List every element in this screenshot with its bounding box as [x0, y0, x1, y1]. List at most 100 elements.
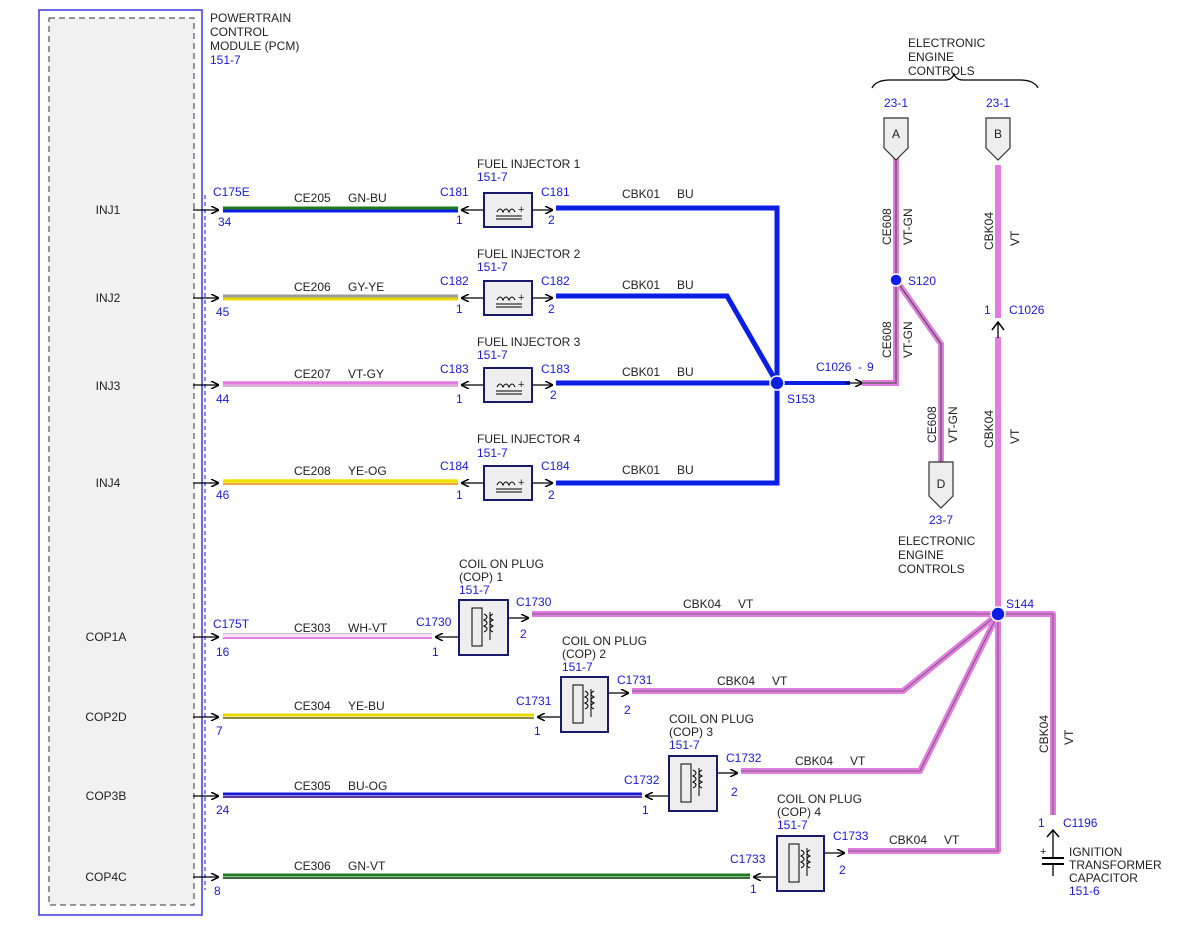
color-gy-ye: GY-YE — [348, 280, 384, 294]
wire-ce306 — [223, 873, 750, 879]
wire-cbk01-bus — [556, 205, 850, 486]
connector-c183-b: C183 — [541, 362, 570, 376]
eec-bottom-line-1: ELECTRONIC — [898, 534, 976, 548]
coil-2-labels: 7 CE304 YE-BU C1731 1 COIL ON PLUG (COP)… — [216, 634, 788, 738]
circuit-cbk01-4: CBK01 — [622, 463, 660, 477]
connector-c182-a: C182 — [440, 274, 469, 288]
pin-c1730-1: 1 — [432, 645, 439, 659]
ref-connector-b: 23-1 B — [985, 96, 1011, 161]
fuel-injector-1-name: FUEL INJECTOR 1 — [477, 157, 581, 171]
pcm-pin-24: 24 — [216, 803, 230, 817]
pcm-pin-46: 46 — [216, 488, 230, 502]
pin-c184-1: 1 — [456, 488, 463, 502]
pin-c184-2: 2 — [548, 488, 555, 502]
fuel-injector-1-symbol: + — [483, 192, 533, 228]
pin-c1731-1: 1 — [534, 724, 541, 738]
connector-c184-b: C184 — [541, 459, 570, 473]
pcm-pin-cop4c: COP4C — [85, 870, 127, 884]
injector-connector-arrows — [462, 210, 552, 483]
splice-s144-label: S144 — [1006, 597, 1034, 611]
color-vt-1: VT — [738, 597, 754, 611]
c1026-pin-1: 1 — [984, 303, 991, 317]
color-bu-2: BU — [677, 278, 694, 292]
ref-b-number: 23-1 — [986, 96, 1010, 110]
ref-d-number: 23-7 — [929, 513, 953, 527]
fuel-injector-1-ref: 151-7 — [477, 170, 508, 184]
capacitor-name-line-3: CAPACITOR — [1069, 871, 1138, 885]
pcm-pin-cop2d: COP2D — [85, 710, 127, 724]
circuit-ce303: CE303 — [294, 621, 331, 635]
pin-c1731-2: 2 — [624, 703, 631, 717]
vt-v-label-2: VT — [1008, 428, 1022, 444]
ignition-transformer-capacitor: + IGNITION TRANSFORMER CAPACITOR 151-6 — [1040, 828, 1162, 898]
cop-4-symbol — [776, 835, 825, 892]
splice-s153: S153 — [769, 375, 815, 406]
vt-gn-label-2: VT-GN — [901, 321, 915, 358]
pcm-pin-45: 45 — [216, 305, 230, 319]
injector-2-labels: 45 CE206 GY-YE C182 1 FUEL INJECTOR 2 15… — [216, 247, 694, 319]
cop-4-name-line-1: COIL ON PLUG — [777, 792, 862, 806]
connector-c1732-b: C1732 — [726, 751, 762, 765]
pcm-title-line-1: POWERTRAIN — [210, 11, 291, 25]
fuel-injector-3-name: FUEL INJECTOR 3 — [477, 335, 581, 349]
pcm-pin-leads — [193, 210, 218, 877]
pcm-pin-cop3b: COP3B — [86, 789, 127, 803]
connector-c1731-b: C1731 — [617, 673, 653, 687]
c1026-label-2: C1026 — [1009, 303, 1045, 317]
connector-c181-a: C181 — [440, 185, 469, 199]
eec-bottom-line-3: CONTROLS — [898, 562, 965, 576]
ce608-label-1: CE608 — [880, 208, 894, 245]
splice-s144: S144 — [990, 597, 1034, 622]
cop-1-name-line-2: (COP) 1 — [459, 570, 503, 584]
pcm-title-line-3: MODULE (PCM) — [210, 39, 299, 53]
pin-c1730-2: 2 — [520, 627, 527, 641]
connector-c183-a: C183 — [440, 362, 469, 376]
pcm-ref: 151-7 — [210, 53, 241, 67]
cop-2-ref: 151-7 — [562, 660, 593, 674]
wire-ce608 — [862, 158, 944, 462]
eec-top-line-2: ENGINE — [908, 50, 954, 64]
color-gn-bu: GN-BU — [348, 191, 387, 205]
color-vt-2: VT — [772, 674, 788, 688]
cop-3-name-line-2: (COP) 3 — [669, 725, 713, 739]
wire-ce208 — [223, 479, 458, 485]
pin-c1732-2: 2 — [731, 785, 738, 799]
capacitor-ref: 151-6 — [1069, 884, 1100, 898]
capacitor-name-line-2: TRANSFORMER — [1069, 858, 1162, 872]
wire-ce303 — [223, 633, 432, 639]
eec-bottom-line-2: ENGINE — [898, 548, 944, 562]
capacitor-branch-labels: CBK04 VT 1 C1196 — [1037, 715, 1098, 830]
circuit-ce305: CE305 — [294, 779, 331, 793]
pcm-pin-inj2: INJ2 — [96, 291, 121, 305]
fuel-injector-4-name: FUEL INJECTOR 4 — [477, 432, 581, 446]
connector-c184-a: C184 — [440, 459, 469, 473]
wire-ce207 — [223, 381, 458, 387]
color-vt-3: VT — [850, 754, 866, 768]
pcm-pin-16: 16 — [216, 645, 230, 659]
svg-text:+: + — [518, 477, 524, 489]
connector-c182-b: C182 — [541, 274, 570, 288]
circuit-cbk04-4: CBK04 — [889, 833, 927, 847]
pcm-pin-34: 34 — [218, 215, 232, 229]
c1196-pin-1: 1 — [1038, 816, 1045, 830]
capacitor-name-line-1: IGNITION — [1069, 845, 1122, 859]
wire-cbk04-vertical — [991, 165, 1005, 614]
color-bu-4: BU — [677, 463, 694, 477]
eec-top-line-3: CONTROLS — [908, 64, 975, 78]
cop-1-ref: 151-7 — [459, 583, 490, 597]
pcm-connector-c175e: C175E — [213, 185, 250, 199]
vt-v-label-1: VT — [1008, 230, 1022, 246]
pin-c181-2: 2 — [548, 213, 555, 227]
vt-gn-label-3: VT-GN — [946, 406, 960, 443]
circuit-cbk01-2: CBK01 — [622, 278, 660, 292]
pcm-module: POWERTRAIN CONTROL MODULE (PCM) 151-7 IN… — [38, 9, 299, 916]
circuit-ce205: CE205 — [294, 191, 331, 205]
fuel-injector-2-name: FUEL INJECTOR 2 — [477, 247, 581, 261]
connector-c1733-b: C1733 — [833, 829, 869, 843]
circuit-cbk04-3: CBK04 — [795, 754, 833, 768]
circuit-ce206: CE206 — [294, 280, 331, 294]
color-vt-4: VT — [944, 833, 960, 847]
wire-cbk04-bus-outline — [532, 613, 1054, 852]
pin-c1732-1: 1 — [642, 803, 649, 817]
svg-text:+: + — [518, 379, 524, 391]
